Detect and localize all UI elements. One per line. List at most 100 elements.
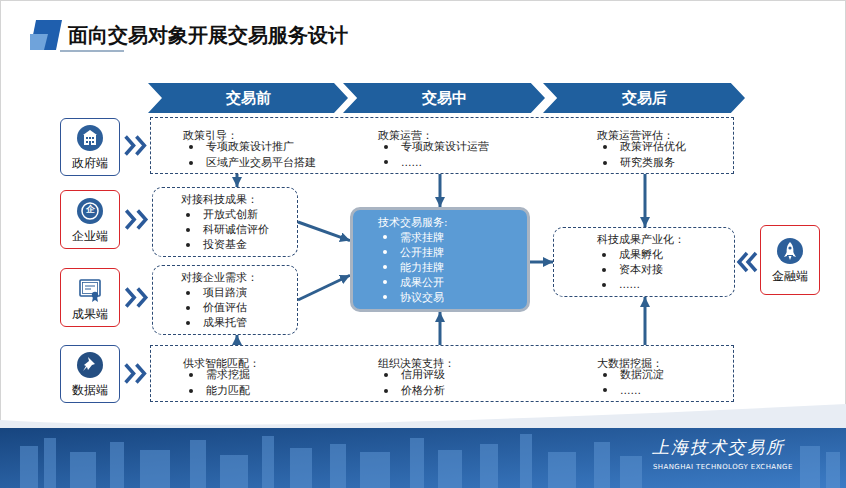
bullet-dot: [383, 280, 387, 284]
phase-chevron: 交易前: [148, 83, 348, 113]
bullet-dot: [602, 253, 606, 257]
bullet-item: 数据沉淀: [603, 368, 664, 382]
party-icon: [76, 275, 104, 303]
logo-text: 上海技术交易所: [652, 436, 785, 459]
heading-text: 交易中: [422, 89, 467, 108]
list-item-text: 协议交易: [400, 290, 444, 305]
bullet-dot: [186, 291, 190, 295]
party-box: 成果端: [60, 268, 120, 327]
bullet-dot: [383, 235, 387, 239]
heading-text: 政策运营评估：: [597, 129, 674, 141]
bullet-item: 政策评估优化: [603, 140, 686, 154]
chevron-fill: [148, 83, 348, 113]
list-item-text: 开放式创新: [203, 207, 258, 222]
party-icon: [76, 351, 104, 379]
text-slot: ……: [384, 156, 422, 168]
bullet-dot: [186, 306, 190, 310]
bullet-dot: [384, 145, 388, 149]
icon-glyph: 企: [86, 203, 95, 216]
bullet-item: 信用评级: [384, 368, 445, 382]
list-item-text: 信用评级: [401, 368, 445, 382]
heading-text: 政策运营：: [378, 129, 433, 141]
bullet-item: 协议交易: [383, 290, 519, 305]
chevron-connector: [126, 137, 145, 155]
heading-text: 企业端: [72, 228, 108, 245]
heading-text: 对接企业需求：: [181, 270, 289, 285]
chevron-mark: [126, 137, 134, 155]
bullet-dot: [603, 388, 607, 392]
chevron-connector: [739, 253, 756, 271]
list-item-text: 价格分析: [401, 384, 445, 398]
list-item-text: ……: [620, 384, 641, 396]
title-mark: [30, 20, 62, 50]
text-slot: 价格分析: [384, 384, 445, 398]
list-item-text: 研究类服务: [620, 156, 675, 170]
party-icon: [76, 124, 104, 152]
list-item-text: 需求挖掘: [206, 368, 250, 382]
text-slot: 能力匹配: [189, 384, 250, 398]
phase-chevron: 交易后: [543, 83, 745, 113]
bullet-item: 开放式创新: [186, 207, 289, 222]
party-box: 金融端: [760, 225, 820, 295]
bullet-item: 成果孵化: [602, 247, 726, 262]
text-slot: 政策评估优化: [603, 140, 686, 154]
service-box: 对接科技成果：开放式创新科研诚信评价投资基金: [152, 187, 298, 257]
bullet-item: 成果托管: [186, 315, 289, 330]
arrow-connector: [530, 261, 553, 264]
service-band: 政策引导：专项政策设计推广区域产业交易平台搭建政策运营：专项政策设计运营……政策…: [150, 117, 734, 174]
bullet-dot: [603, 373, 607, 377]
arrow-connector: [236, 174, 239, 187]
bullet-dot: [383, 250, 387, 254]
bullet-item: ……: [602, 277, 726, 292]
heading-text: 对接科技成果：: [181, 192, 289, 207]
chevron-connector: [126, 289, 146, 307]
heading-text: 技术交易服务:: [378, 215, 519, 230]
list-item-text: 项目路演: [203, 285, 247, 300]
arrow-connector: [439, 312, 442, 345]
chevron-mark: [126, 365, 134, 383]
bullet-item: 项目路演: [186, 285, 289, 300]
title-underline: [60, 50, 124, 52]
text-slot: ……: [603, 384, 641, 396]
list-item-text: 成果孵化: [619, 247, 663, 262]
bullet-dot: [603, 145, 607, 149]
list-item-text: 能力匹配: [206, 384, 250, 398]
phase-chevron: 交易中: [343, 83, 545, 113]
footer-swoosh: [0, 404, 846, 432]
arrow-connector: [298, 222, 350, 241]
list-item-text: 科研诚信评价: [203, 222, 269, 237]
bullet-item: ……: [384, 156, 422, 168]
heading-text: 数据端: [72, 382, 108, 399]
bullet-dot: [603, 161, 607, 165]
bullet-item: 需求挂牌: [383, 230, 519, 245]
arrow-connector: [439, 174, 442, 207]
chevron-fill: [543, 83, 745, 113]
chevron-mark: [126, 289, 134, 307]
bullet-dot: [602, 268, 606, 272]
text-slot: 区域产业交易平台搭建: [189, 156, 316, 170]
chevron-fill: [343, 83, 545, 113]
heading-text: 交易后: [622, 89, 667, 108]
chevron-mark: [136, 137, 144, 155]
bullet-item: 区域产业交易平台搭建: [189, 156, 316, 170]
heading-text: 政府端: [72, 155, 108, 172]
list-item-text: 成果公开: [400, 275, 444, 290]
bullet-dot: [189, 145, 193, 149]
text-slot: 专项政策设计推广: [189, 140, 294, 154]
bullet-item: 专项政策设计运营: [384, 140, 489, 154]
bullet-item: 专项政策设计推广: [189, 140, 294, 154]
list-item-text: 专项政策设计推广: [206, 140, 294, 154]
bullet-dot: [186, 321, 190, 325]
list-item-text: ……: [401, 156, 422, 168]
chevron-mark: [136, 365, 144, 383]
bullet-dot: [189, 161, 193, 165]
list-item-text: 资本对接: [619, 262, 663, 277]
icon-glyph-slot: 企: [61, 196, 119, 224]
bullet-dot: [186, 243, 190, 247]
list-item-text: ……: [619, 277, 640, 292]
bullet-item: 投资基金: [186, 237, 289, 252]
arrow-connector: [298, 275, 350, 300]
bullet-dot: [189, 389, 193, 393]
